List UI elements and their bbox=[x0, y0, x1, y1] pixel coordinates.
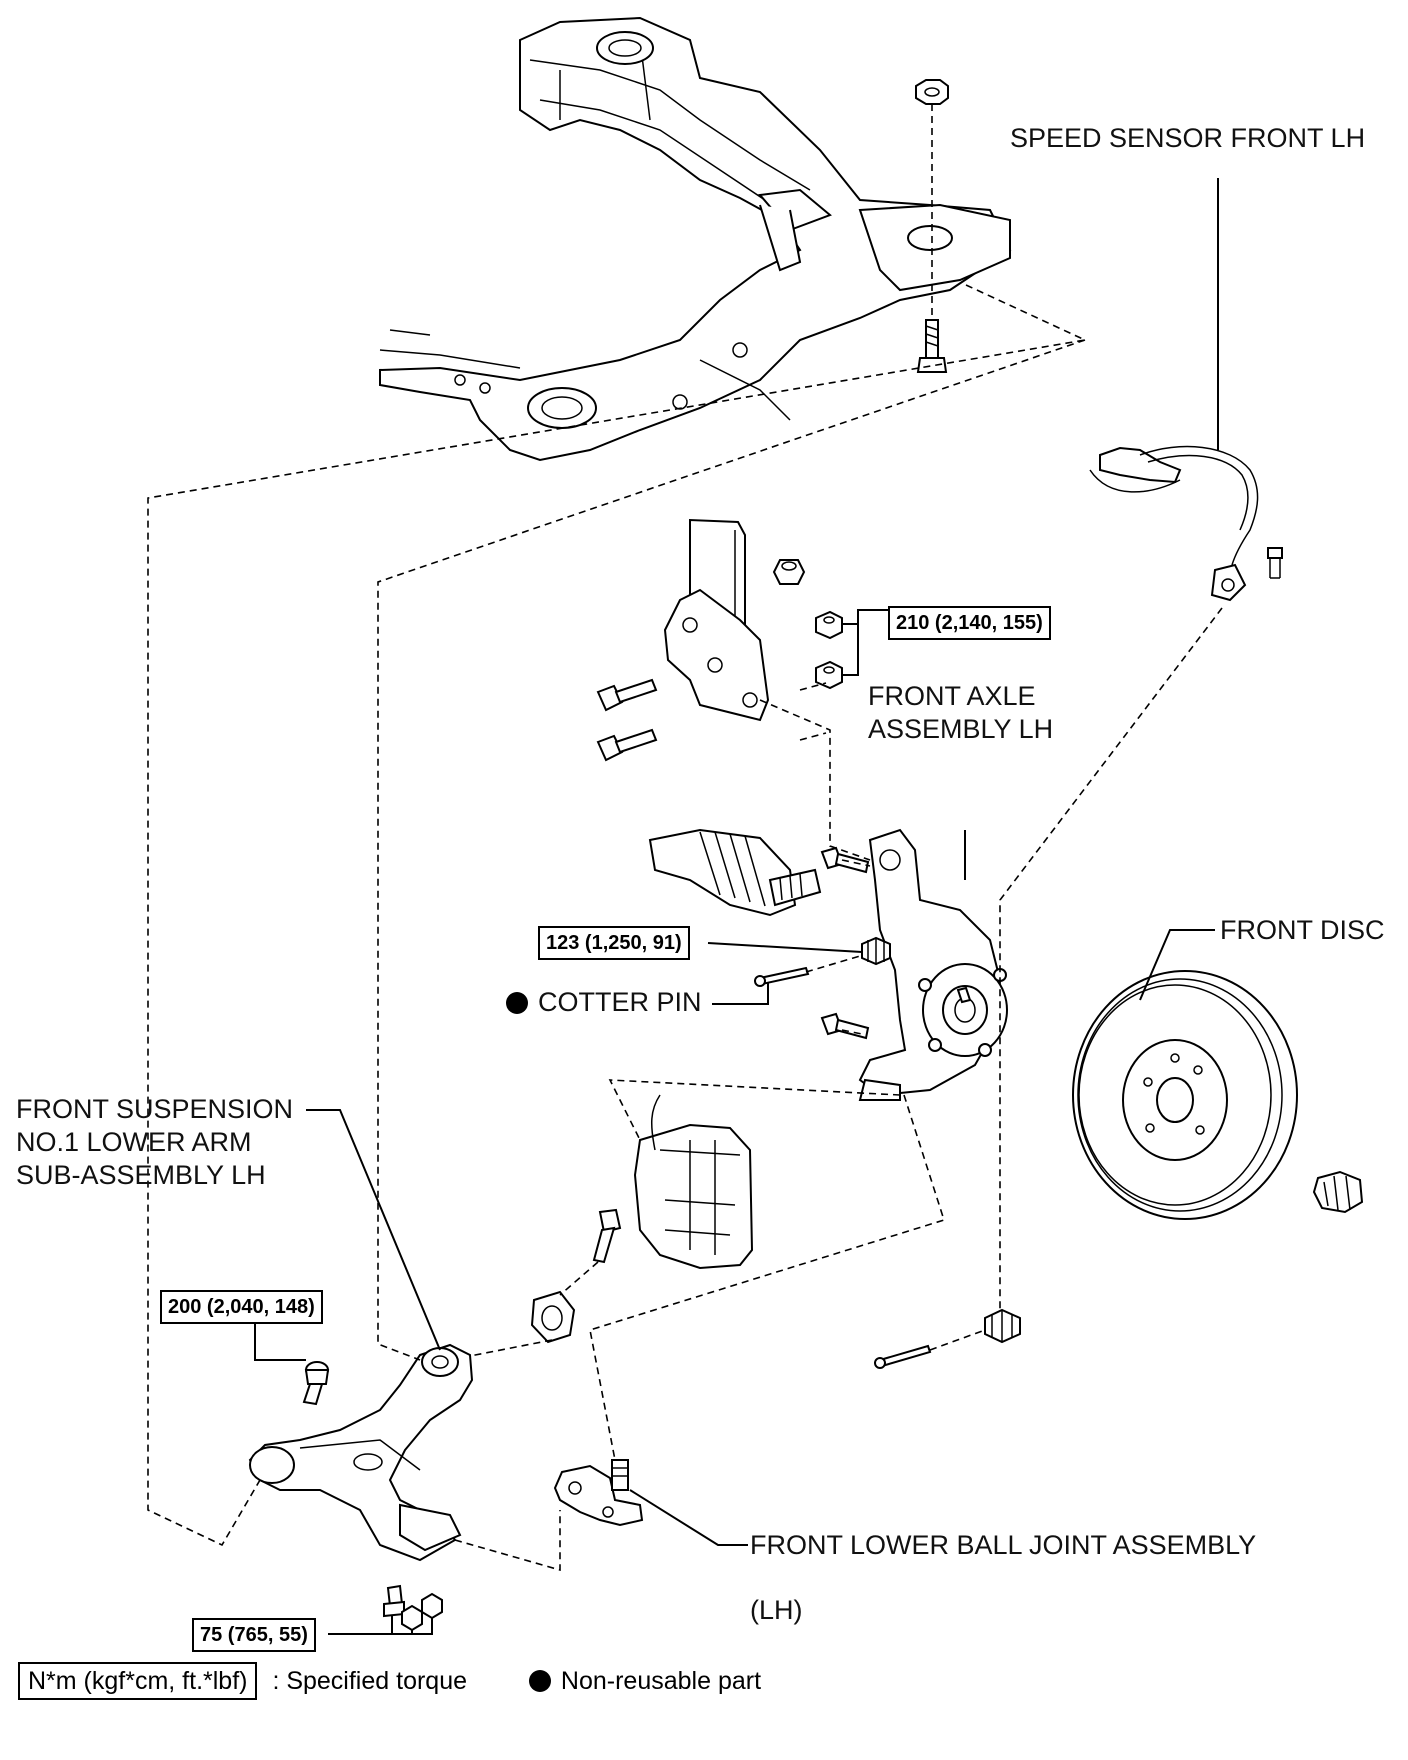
leader-lines bbox=[254, 609, 1215, 1635]
ball-joint-part bbox=[553, 1459, 644, 1527]
crossmember-bolt-icon bbox=[916, 319, 948, 373]
non-reusable-marker-icon bbox=[506, 992, 528, 1014]
arm-bolt-icon bbox=[302, 1361, 330, 1406]
label-front-disc: FRONT DISC bbox=[1220, 915, 1385, 945]
brake-caliper-part bbox=[633, 1094, 754, 1270]
torque-arm-bolt: 200 (2,040, 148) bbox=[160, 1290, 323, 1324]
hub-nut-icon bbox=[1312, 1170, 1364, 1214]
label-ball-joint-side: (LH) bbox=[750, 1595, 803, 1625]
legend-torque-unit: N*m (kgf*cm, ft.*lbf) bbox=[18, 1662, 258, 1700]
knuckle-bolt-upper-icon bbox=[820, 846, 870, 874]
legend-non-reusable: Non-reusable part bbox=[560, 1667, 762, 1695]
legend-non-reusable-icon bbox=[528, 1670, 551, 1692]
label-cotter-pin-text: COTTER PIN bbox=[538, 987, 702, 1017]
tie-rod-nut-icon bbox=[861, 936, 891, 966]
ball-joint-bolt-icon bbox=[383, 1584, 405, 1618]
castle-nut-icon bbox=[984, 1308, 1021, 1344]
torque-ball-joint-bolts: 75 (765, 55) bbox=[192, 1618, 316, 1652]
cotter-pin-upper-icon bbox=[754, 966, 810, 987]
strut-bolt-lower-icon bbox=[596, 728, 658, 762]
crossmember-nut-icon bbox=[915, 79, 949, 105]
label-speed-sensor: SPEED SENSOR FRONT LH bbox=[1010, 123, 1366, 153]
strut-nut-upper-icon bbox=[815, 610, 843, 640]
speed-sensor-part bbox=[1089, 178, 1283, 602]
label-front-axle: FRONT AXLE ASSEMBLY LH bbox=[868, 681, 1054, 744]
strut-bolt-upper-icon bbox=[596, 678, 658, 712]
ball-joint-nut-2-icon bbox=[421, 1592, 443, 1620]
torque-tie-rod-nut: 123 (1,250, 91) bbox=[538, 926, 690, 960]
steering-knuckle bbox=[858, 828, 1008, 1101]
label-ball-joint: FRONT LOWER BALL JOINT ASSEMBLY bbox=[750, 1530, 1257, 1560]
suspension-crossmember bbox=[379, 16, 1012, 462]
legend-torque-desc: : Specified torque bbox=[272, 1667, 468, 1695]
torque-strut-bolts: 210 (2,140, 155) bbox=[888, 606, 1051, 640]
ball-joint-nut-1-icon bbox=[401, 1604, 423, 1632]
label-cotter-pin: COTTER PIN bbox=[506, 986, 702, 1019]
front-disc-part bbox=[1072, 970, 1298, 1220]
label-lower-arm: FRONT SUSPENSION NO.1 LOWER ARM SUB-ASSE… bbox=[16, 1094, 294, 1190]
caliper-bolt-icon bbox=[592, 1208, 622, 1264]
strut-bracket bbox=[663, 518, 806, 722]
cotter-pin-lower-icon bbox=[874, 1344, 932, 1369]
knuckle-bolt-lower-icon bbox=[820, 1012, 870, 1040]
drive-shaft bbox=[648, 828, 822, 917]
legend: N*m (kgf*cm, ft.*lbf) : Specified torque… bbox=[18, 1662, 761, 1700]
bushing-bracket-icon bbox=[530, 1290, 576, 1344]
strut-nut-lower-icon bbox=[815, 660, 843, 690]
assembly-guide-lines bbox=[147, 104, 1223, 1572]
lower-arm-part bbox=[248, 1343, 474, 1562]
